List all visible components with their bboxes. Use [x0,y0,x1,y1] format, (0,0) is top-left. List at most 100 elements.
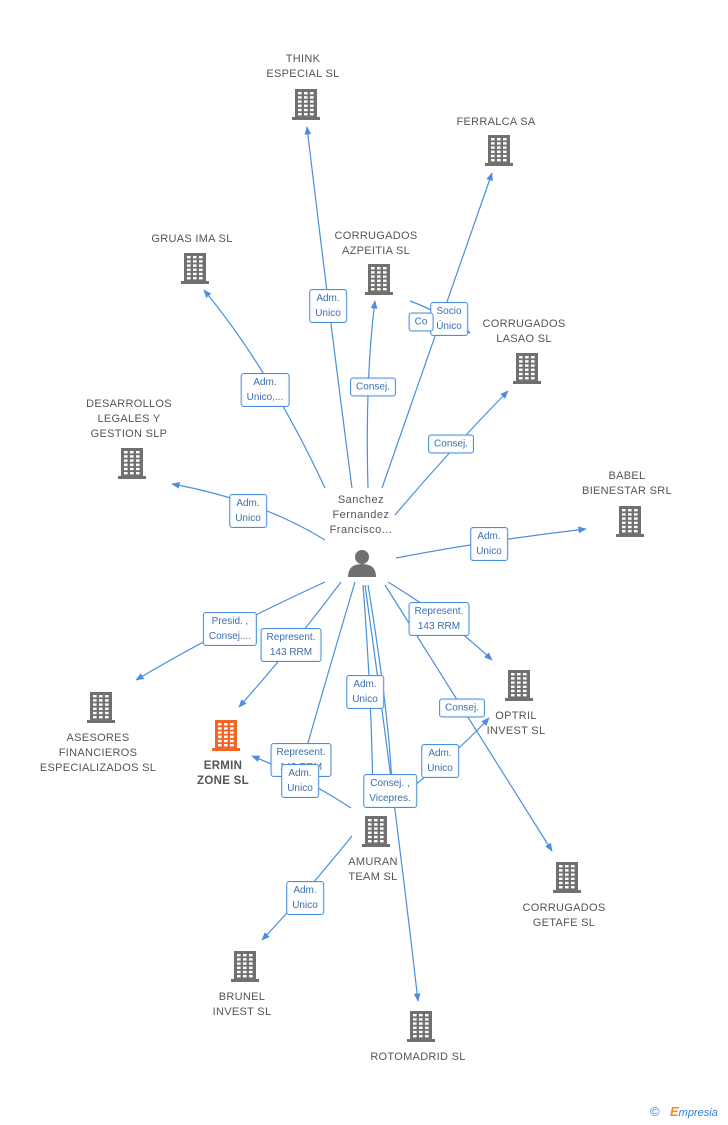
building-icon[interactable] [292,89,320,120]
edge-label-ermin[interactable]: Adm. Unico [281,764,319,798]
person-icon[interactable] [348,550,376,577]
edge-label-line: Consej. [356,381,390,393]
edge-label-line: Adm. [253,377,277,388]
edge-label-line: Consej. [445,702,479,714]
edge-label-think[interactable]: Adm.Unico [309,289,347,323]
building-icon[interactable] [181,253,209,284]
company-label-line: LASAO SL [496,333,552,345]
edge-label-line: Unico [476,546,502,557]
company-label-line: THINK [285,53,321,65]
edge-label-babel[interactable]: Adm.Unico [470,527,508,561]
company-label-line: ROTOMADRID SL [370,1051,466,1063]
building-icon[interactable] [365,264,393,295]
edge-label-line: Adm. [353,679,377,690]
edge-label-line: 143 RRM [269,647,313,658]
person-name-line: Francisco... [329,524,393,536]
edge-label-lasao[interactable]: Co [408,312,434,332]
copyright-mark: © [650,1104,660,1119]
company-label-line: ESPECIAL SL [266,68,340,80]
edge-label-azpeitia[interactable]: Consej. [350,377,396,397]
building-icon[interactable] [505,670,533,701]
edge-label-line: Consej. , [370,778,410,789]
edge-label-line: Consej. [434,438,468,450]
company-label-rotomadrid[interactable]: ROTOMADRID SL [370,1050,465,1065]
company-label-desarrollos[interactable]: DESARROLLOS LEGALES Y GESTION SLP [86,397,172,442]
company-label-line: INVEST SL [212,1006,272,1018]
company-label-line: AZPEITIA SL [341,245,411,257]
building-icon[interactable] [362,816,390,847]
company-label-line: FERRALCA SA [456,116,536,128]
brand-logo: Empresia [670,1104,718,1119]
edge-label-line: Unico [315,308,341,319]
company-label-line: ZONE SL [197,775,249,787]
company-label-babel[interactable]: BABEL BIENESTAR SRL [582,469,672,499]
edge-label-getafe[interactable]: Consej. [439,698,485,718]
company-label-line: ERMIN [203,760,243,772]
edge-label-amuran[interactable]: Consej. , Vicepres. [363,774,417,808]
company-label-line: BIENESTAR SRL [582,485,672,497]
edge-label-line: Socio [436,306,462,317]
company-label-brunel[interactable]: BRUNEL INVEST SL [213,990,272,1020]
company-label-line: FINANCIEROS [58,747,138,759]
edge-label-line: Co [414,316,428,328]
edge-label-gruas[interactable]: Adm. Unico,... [240,373,290,407]
edge-to-getafe [384,584,553,852]
person-name-line: Sanchez [337,494,385,506]
company-label-line: GRUAS IMA SL [151,233,233,245]
edge-label-desarrollos[interactable]: Adm.Unico [229,494,267,528]
company-label-amuran[interactable]: AMURAN TEAM SL [348,855,397,885]
edge-label-line: Vicepres. [369,793,411,804]
edge-label-line: Unico [287,783,313,794]
company-label-line: BRUNEL [218,991,266,1003]
edge-label-line: Represent. [276,747,326,758]
company-label-azpeitia[interactable]: CORRUGADOS AZPEITIA SL [334,229,417,259]
company-label-line: AMURAN [348,856,398,868]
edge-to-amuran [367,584,396,791]
edge-label-optril[interactable]: Adm. Unico [421,744,459,778]
edge-label-amuran[interactable]: Adm.Unico [346,675,384,709]
edge-label-lasao[interactable]: Consej. [428,434,474,454]
company-label-line: BABEL [608,470,646,482]
edge-label-ermin[interactable]: Represent.143 RRM [260,628,322,662]
building-icon[interactable] [118,448,146,479]
icons-layer [87,89,644,1042]
building-icon[interactable] [212,720,240,751]
company-label-line: CORRUGADOS [334,230,418,242]
edge-label-line: Represent. [414,606,464,617]
company-label-line: GETAFE SL [532,917,596,929]
company-label-line: TEAM SL [348,871,398,883]
company-label-ermin[interactable]: ERMIN ZONE SL [197,759,249,789]
edge-label-line: Único [436,321,462,332]
edge-label-line: Adm. [428,748,452,759]
company-label-line: GESTION SLP [90,428,168,440]
company-label-getafe[interactable]: CORRUGADOS GETAFE SL [522,901,605,931]
building-icon[interactable] [485,135,513,166]
building-icon[interactable] [407,1011,435,1042]
edge-label-line: Adm. [288,768,312,779]
edge-label-line: Unico,... [246,392,284,403]
edge-label-optril[interactable]: Represent. 143 RRM [408,602,470,636]
building-icon[interactable] [231,951,259,982]
company-label-line: DESARROLLOS [86,398,172,410]
company-label-line: LEGALES Y [97,413,161,425]
edge-label-line: Unico [427,763,453,774]
company-label-think[interactable]: THINK ESPECIAL SL [266,52,339,82]
building-icon[interactable] [616,506,644,537]
building-icon[interactable] [513,353,541,384]
building-icon[interactable] [87,692,115,723]
company-label-line: INVEST SL [486,725,546,737]
building-icon[interactable] [553,862,581,893]
company-label-line: CORRUGADOS [522,902,606,914]
company-label-gruas[interactable]: GRUAS IMA SL [151,232,232,247]
company-label-ferralca[interactable]: FERRALCA SA [456,115,535,130]
edge-label-line: Adm. [293,885,317,896]
edge-label-line: 143 RRM [417,621,461,632]
edge-label-asesores[interactable]: Presid. ,Consej.... [202,612,258,646]
edge-label-brunel[interactable]: Adm.Unico [286,881,324,915]
